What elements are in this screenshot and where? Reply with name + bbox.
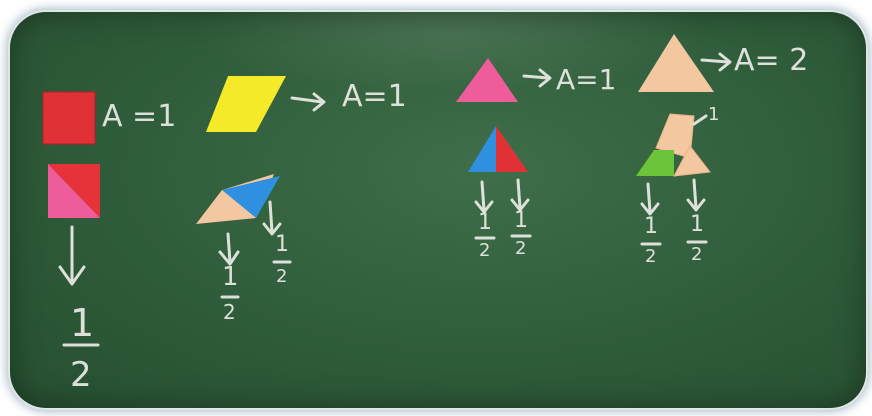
pink-triangle-piece xyxy=(456,58,518,102)
arrow-right-parallelogram xyxy=(290,92,326,112)
large-triangle-right-numerator: 1 xyxy=(690,212,704,237)
parallelogram-left-denominator: 2 xyxy=(223,300,236,324)
arrow-down-square xyxy=(58,225,86,286)
large-triangle-right-denominator: 2 xyxy=(691,244,703,265)
split-parallelogram-piece xyxy=(196,174,280,224)
red-square-piece xyxy=(42,91,96,145)
small-triangle-right-numerator: 1 xyxy=(514,208,528,233)
arrow-down-parallelogram-right xyxy=(262,200,282,236)
chalkboard: A =1 1 2 A=1 1 2 1 2 A=1 1 2 1 2 A= 2 1 … xyxy=(10,12,866,408)
parallelogram-area-label: A=1 xyxy=(342,79,407,114)
split-square-piece xyxy=(48,164,100,218)
square-fraction-numerator: 1 xyxy=(70,301,95,345)
small-triangle-left-denominator: 2 xyxy=(479,240,491,261)
arrow-right-large-triangle xyxy=(700,52,732,72)
square-area-label: A =1 xyxy=(102,99,177,134)
large-triangle-left-denominator: 2 xyxy=(645,246,657,267)
arrow-down-parallelogram-left xyxy=(218,232,240,266)
parallelogram-right-denominator: 2 xyxy=(276,266,288,287)
parallelogram-left-numerator: 1 xyxy=(222,262,239,292)
small-triangle-left-numerator: 1 xyxy=(478,210,492,235)
arrow-down-small-triangle-left xyxy=(474,180,494,214)
split-large-triangle-piece xyxy=(636,113,711,177)
small-triangle-right-denominator: 2 xyxy=(515,238,527,259)
parallelogram-right-numerator: 1 xyxy=(275,232,289,257)
small-triangle-area-label: A=1 xyxy=(556,63,617,96)
arrow-down-small-triangle-right xyxy=(510,178,530,212)
large-triangle-area-label: A= 2 xyxy=(734,43,809,78)
square-fraction-denominator: 2 xyxy=(70,355,92,395)
large-triangle-side-note: 1 xyxy=(708,104,720,125)
yellow-parallelogram-piece xyxy=(206,76,286,132)
arrow-down-large-triangle-right xyxy=(686,178,706,212)
arrow-down-large-triangle-left xyxy=(640,182,660,216)
large-triangle-left-numerator: 1 xyxy=(644,214,658,239)
split-small-triangle-piece xyxy=(468,126,528,172)
board-drawing xyxy=(42,34,732,347)
arrow-side-note-large-triangle xyxy=(692,114,708,126)
arrow-right-small-triangle xyxy=(522,68,552,88)
peach-large-triangle-piece xyxy=(638,34,714,92)
